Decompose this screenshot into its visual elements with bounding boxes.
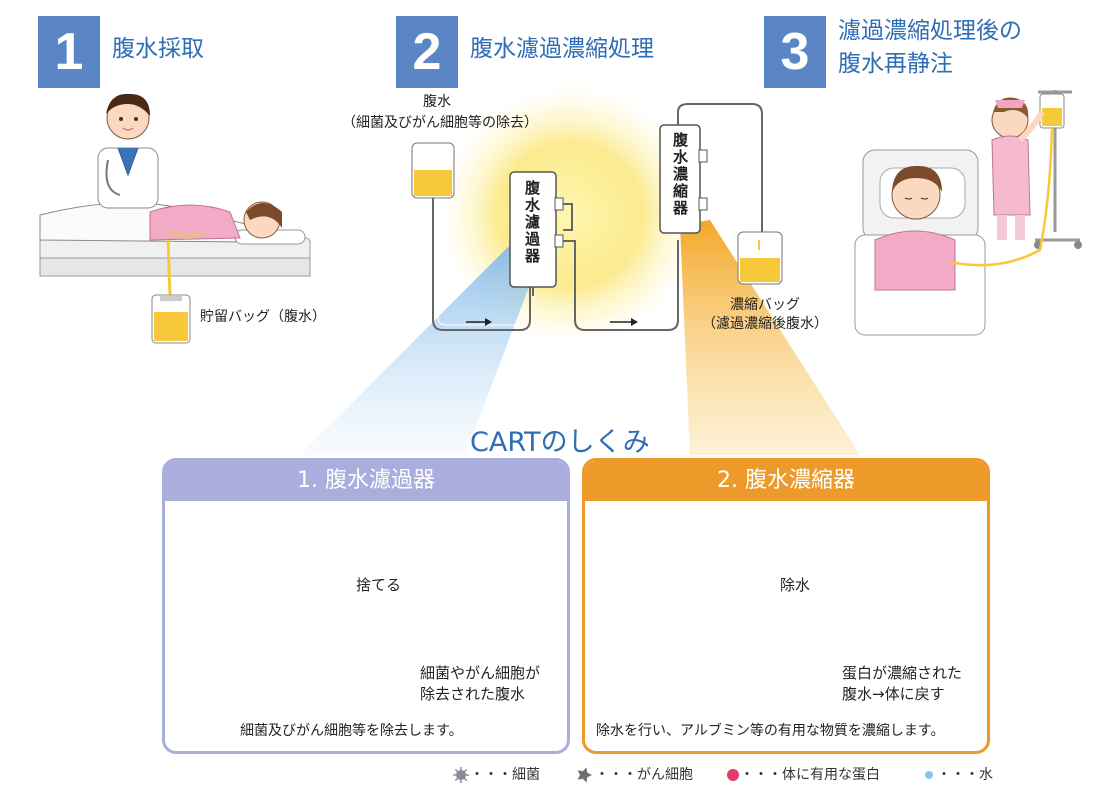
- legend-bacteria-text: ・・・細菌: [470, 767, 540, 783]
- step-3-badge: 3: [764, 16, 826, 88]
- concentrator-panel: 2. 腹水濃縮器: [582, 458, 990, 754]
- filter-result-line1: 細菌やがん細胞が: [420, 664, 541, 682]
- filter-device-label: 腹水濾過器: [523, 180, 541, 265]
- legend-icons: [453, 767, 933, 783]
- storage-bag-label: 貯留バッグ（腹水）: [200, 309, 326, 325]
- conc-result-line2: 腹水→体に戻す: [842, 685, 945, 703]
- ascites-label: 腹水: [423, 94, 451, 110]
- bacteria-icon: [453, 767, 469, 783]
- cart-title: CARTのしくみ: [470, 427, 650, 458]
- filter-beam: [300, 240, 540, 455]
- step-1-badge: 1: [38, 16, 100, 88]
- remove-water-label: 除水: [780, 576, 811, 594]
- reinfusion-illustration: [854, 90, 1082, 336]
- step-3-title-line1: 濾過濃縮処理後の: [838, 18, 1022, 44]
- step-1-title: 腹水採取: [112, 36, 204, 62]
- legend-cancer-text: ・・・がん細胞: [595, 767, 693, 783]
- concentrator-device-label: 腹水濃縮器: [671, 132, 689, 217]
- step-2-title: 腹水濾過濃縮処理: [470, 36, 654, 62]
- concentrator-beam: [680, 220, 860, 455]
- concentrator-caption: 除水を行い、アルブミン等の有用な物質を濃縮します。: [596, 723, 945, 739]
- legend-water-text: ・・・水: [937, 767, 993, 783]
- filtration-system-illustration: [411, 103, 783, 331]
- discard-label: 捨てる: [356, 576, 402, 594]
- conc-bag-label-line2: （濾過濃縮後腹水）: [702, 316, 828, 332]
- filter-result-line2: 除去された腹水: [420, 685, 526, 703]
- legend-protein-text: ・・・体に有用な蛋白: [740, 767, 880, 783]
- conc-bag-label-line1: 濃縮バッグ: [730, 297, 800, 313]
- protein-dot-icon: [727, 769, 739, 781]
- filter-caption: 細菌及びがん細胞等を除去します。: [240, 723, 463, 739]
- concentrator-panel-header: 2. 腹水濃縮器: [585, 461, 987, 501]
- step-2-badge: 2: [396, 16, 458, 88]
- filter-panel: 1. 腹水濾過器: [162, 458, 570, 754]
- step-3-title-line2: 腹水再静注: [838, 51, 953, 77]
- ascites-note-label: （細菌及びがん細胞等の除去）: [342, 115, 538, 131]
- patient-collection-illustration: [39, 93, 311, 344]
- water-dot-icon: [925, 771, 933, 779]
- cancer-cell-icon: [577, 767, 592, 783]
- filter-panel-header: 1. 腹水濾過器: [165, 461, 567, 501]
- conc-result-line1: 蛋白が濃縮された: [842, 664, 963, 682]
